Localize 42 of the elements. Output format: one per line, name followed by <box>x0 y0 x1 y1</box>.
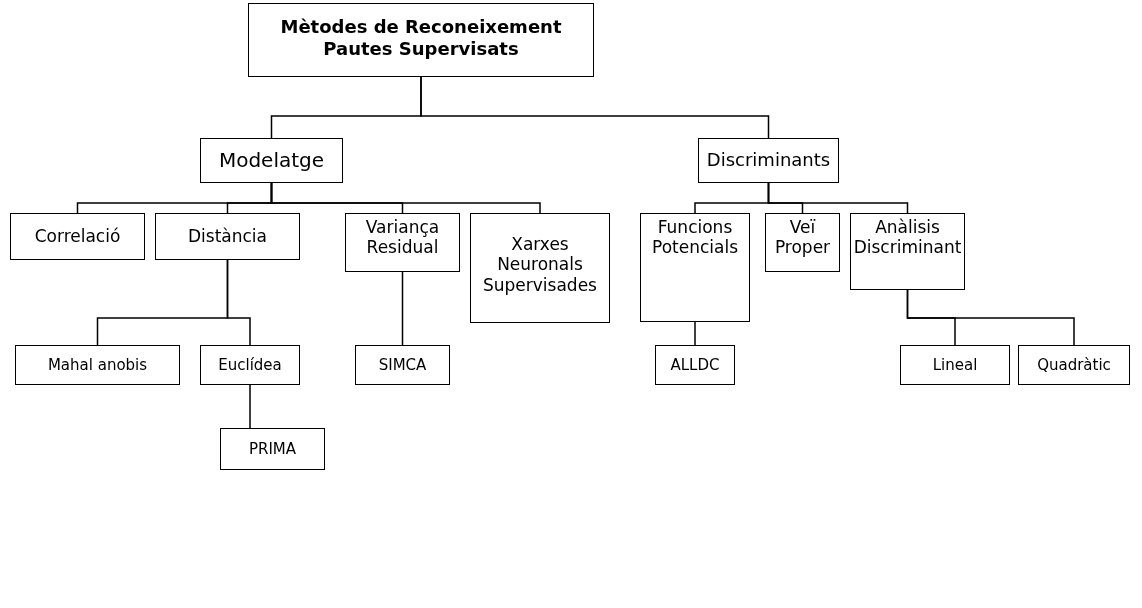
category-box <box>15 345 180 385</box>
connector-line <box>420 76 770 139</box>
box-label: Quadràtic <box>1037 356 1111 374</box>
category-box <box>470 213 610 323</box>
connector-line <box>270 182 541 214</box>
connector-line <box>249 384 251 429</box>
category-box <box>200 345 300 385</box>
box-label: Funcions Potencials <box>651 217 739 258</box>
connector-line <box>906 289 1075 346</box>
category-box <box>850 213 965 290</box>
category-box <box>345 213 460 272</box>
category-box <box>698 138 839 183</box>
connector-line <box>767 182 909 214</box>
category-box <box>655 345 735 385</box>
box-label: Discriminants <box>706 149 831 171</box>
box-label: ALLDC <box>670 356 720 374</box>
category-box <box>248 3 594 77</box>
connector-line <box>401 271 404 346</box>
category-box <box>355 345 450 385</box>
box-label: Correlació <box>34 226 121 247</box>
connector-line <box>694 321 696 346</box>
box-label: Anàlisis Discriminant <box>852 217 963 258</box>
category-box <box>765 213 840 272</box>
box-label: Mahal anobis <box>47 356 148 374</box>
category-box <box>1018 345 1130 385</box>
box-label: Variança Residual <box>364 217 441 258</box>
connector-line <box>226 259 251 346</box>
box-label: Lineal <box>932 356 978 374</box>
box-label: SIMCA <box>378 356 427 374</box>
box-label: Modelatge <box>218 148 325 172</box>
category-box <box>155 213 300 260</box>
category-box <box>10 213 145 260</box>
box-label: Veï Proper <box>773 217 832 258</box>
category-box <box>200 138 343 183</box>
box-label: PRIMA <box>248 440 297 458</box>
category-box <box>640 213 750 322</box>
box-label: Distància <box>188 226 267 247</box>
category-box <box>220 428 325 470</box>
box-label: Xarxes Neuronals Supervisades <box>482 234 598 296</box>
box-label: Mètodes de Reconeixement Pautes Supervisats <box>279 16 563 60</box>
box-label: Euclídea <box>218 356 282 374</box>
category-box <box>900 345 1010 385</box>
